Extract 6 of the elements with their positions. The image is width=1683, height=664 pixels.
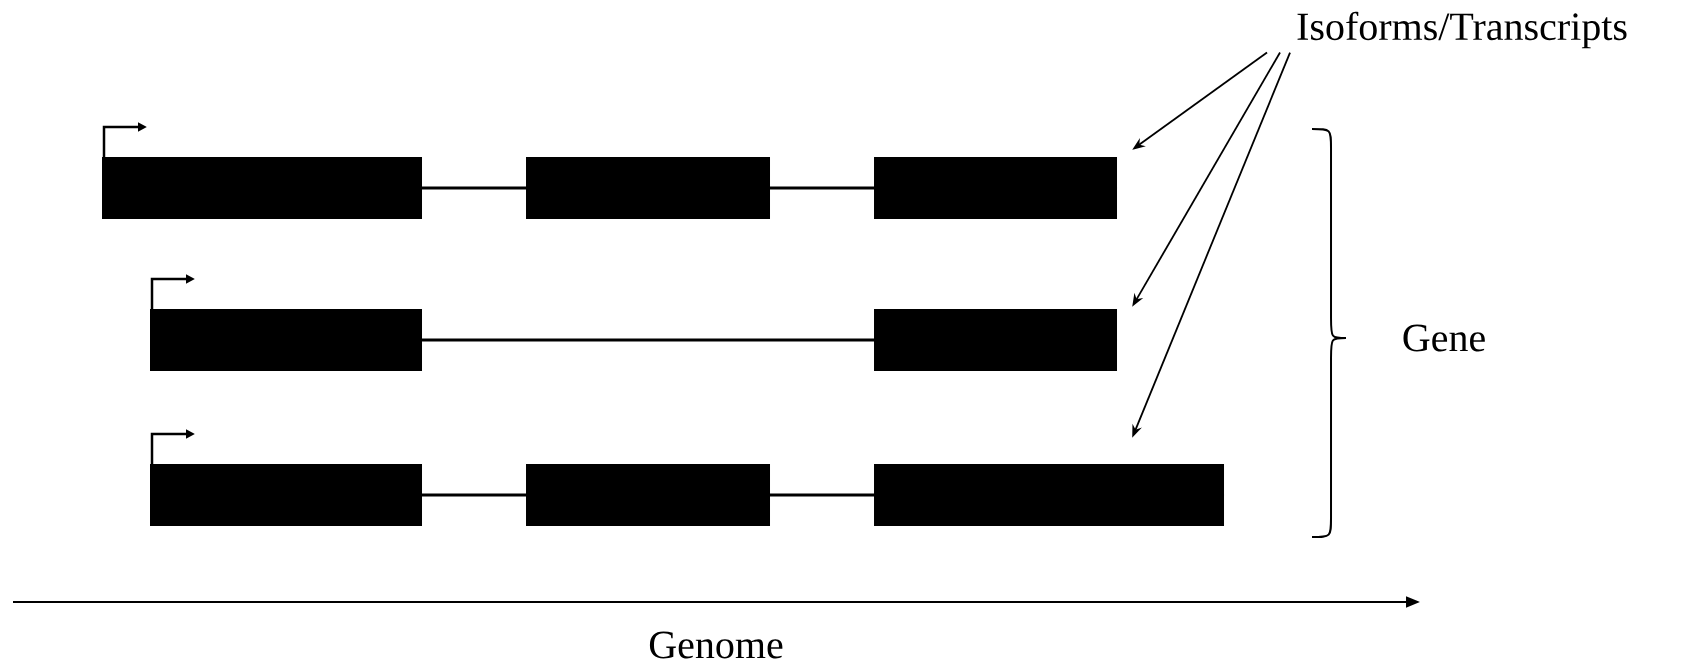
transcript-drawing bbox=[150, 429, 1224, 526]
text-label: Gene bbox=[1403, 324, 1485, 352]
text-label: Isoforms/Transcripts bbox=[1297, 11, 1627, 49]
transcript-drawing bbox=[150, 274, 1117, 371]
axis-label: Genome bbox=[649, 631, 783, 659]
transcript-drawing bbox=[102, 122, 1117, 219]
